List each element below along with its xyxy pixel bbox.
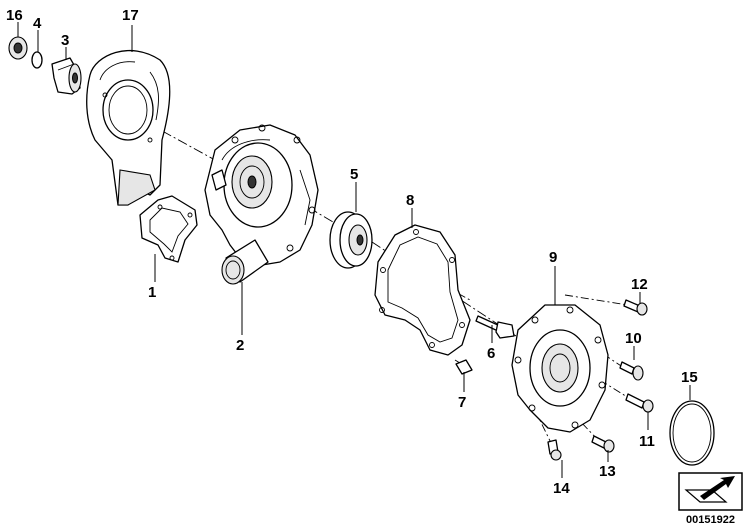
- document-number: 00151922: [686, 514, 735, 526]
- label-3: 3: [61, 32, 69, 49]
- label-11: 11: [639, 433, 655, 450]
- part-15-o-ring-large: [669, 400, 715, 466]
- part-5-impeller-pulley: [329, 211, 373, 269]
- part-14-screw-bottom: [547, 439, 562, 461]
- part-6-bolt-flanged: [475, 315, 515, 339]
- part-8-gasket-large: [374, 224, 471, 356]
- label-13: 13: [599, 463, 616, 480]
- part-2-pump-housing: [204, 124, 319, 285]
- label-12: 12: [631, 276, 648, 293]
- label-7: 7: [458, 394, 466, 411]
- part-12-screw-top: [623, 299, 648, 316]
- label-10: 10: [625, 330, 642, 347]
- leader-lines: [17, 22, 691, 478]
- arrow-icon: [678, 472, 743, 511]
- label-9: 9: [549, 249, 557, 266]
- part-3-seal-bushing: [51, 57, 82, 95]
- part-17-heat-shield: [86, 49, 171, 206]
- part-4-o-ring-small: [31, 51, 43, 69]
- part-1-gasket-small: [139, 195, 198, 263]
- label-5: 5: [350, 166, 358, 183]
- label-6: 6: [487, 345, 495, 362]
- label-16: 16: [6, 7, 23, 24]
- label-8: 8: [406, 192, 414, 209]
- part-16-shaft-nut: [8, 36, 28, 60]
- part-10-bleed-screw: [619, 361, 644, 381]
- part-labels: 16 4 3 17 1 2 5 8 6 7 9 12 10 11 13 14 1…: [6, 7, 698, 497]
- label-4: 4: [33, 15, 42, 32]
- part-7-dowel-pin: [455, 359, 473, 375]
- label-1: 1: [148, 284, 156, 301]
- label-17: 17: [122, 7, 139, 24]
- part-9-pump-cover: [511, 304, 609, 433]
- label-2: 2: [236, 337, 244, 354]
- label-15: 15: [681, 369, 698, 386]
- label-14: 14: [553, 480, 570, 497]
- part-13-screw-lower: [591, 435, 615, 453]
- part-11-screw-side: [625, 393, 654, 413]
